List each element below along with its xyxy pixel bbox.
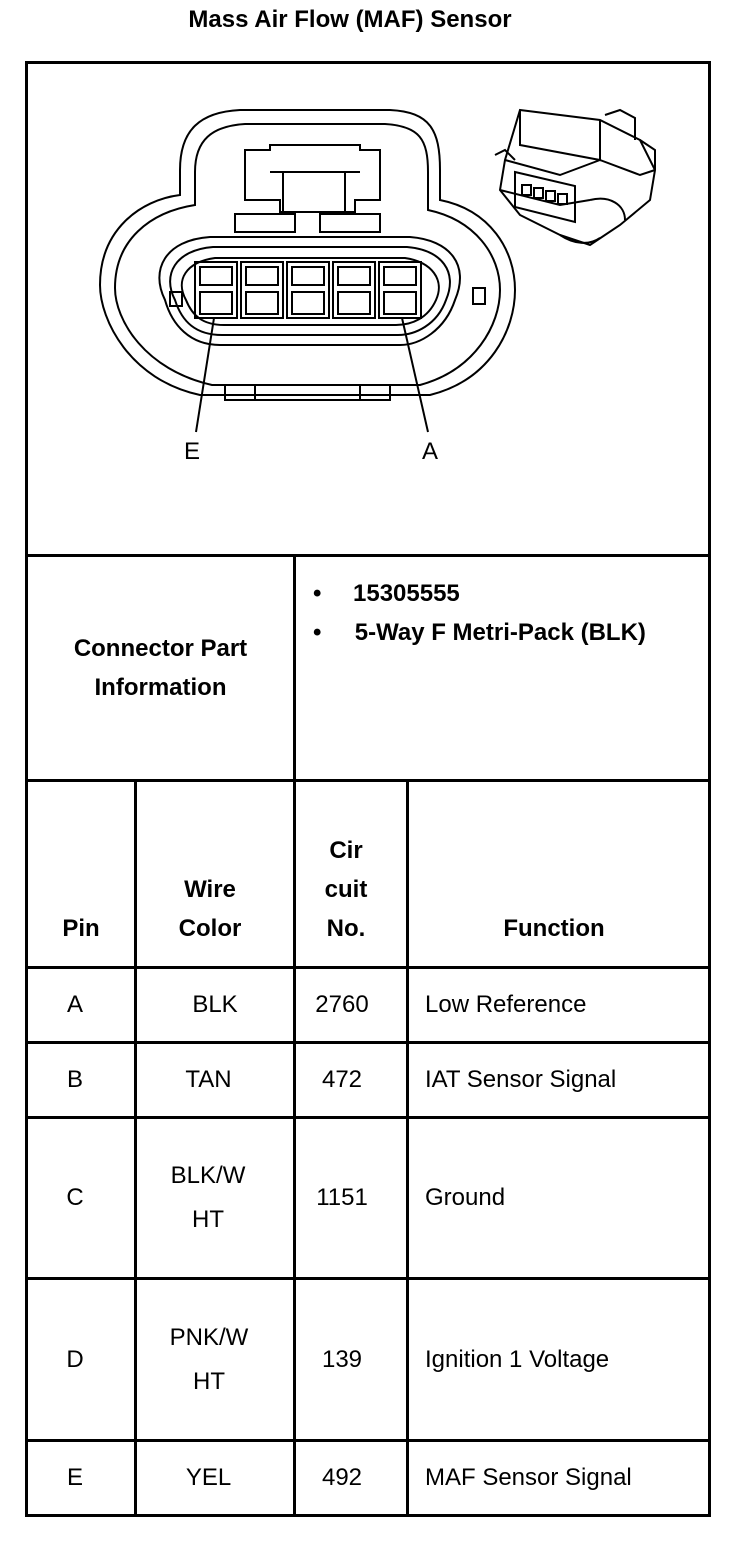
cell-pin: C	[66, 1184, 84, 1211]
cell-circuit: 472	[321, 1066, 363, 1093]
connector-diagram: E A	[98, 108, 657, 465]
cell-circuit: 1151	[316, 1184, 368, 1211]
cell-wire-color: BLK/W HT	[170, 1162, 246, 1233]
cell-function: Ground	[425, 1184, 506, 1211]
connector-face-drawing	[98, 109, 517, 401]
connector-info-label: Connector Part Information	[73, 635, 248, 701]
column-header-wire-color: Wire Color	[178, 876, 242, 942]
list-item: •15305555	[313, 580, 460, 607]
divider	[134, 779, 137, 1517]
cell-pin: D	[66, 1345, 84, 1373]
divider	[25, 1041, 711, 1044]
cell-function: Ignition 1 Voltage	[425, 1345, 610, 1373]
cell-wire-color: PNK/W HT	[169, 1323, 249, 1395]
cell-function: MAF Sensor Signal	[425, 1464, 632, 1491]
cell-circuit: 139	[321, 1345, 363, 1373]
cell-function: IAT Sensor Signal	[425, 1066, 617, 1093]
pin-e-label: E	[184, 438, 200, 465]
cell-wire-color: TAN	[185, 1066, 232, 1093]
connector-info-list: •15305555 • 5-Way F Metri-Pack (BLK)	[313, 574, 703, 652]
divider	[293, 554, 296, 1517]
connector-isometric-drawing	[494, 108, 657, 247]
divider	[25, 966, 711, 969]
cell-pin: E	[66, 1464, 83, 1491]
column-header-pin: Pin	[62, 915, 100, 942]
cell-wire-color: YEL	[185, 1464, 232, 1491]
page-title: Mass Air Flow (MAF) Sensor	[188, 6, 512, 33]
cell-circuit: 2760	[315, 991, 369, 1018]
divider	[25, 779, 711, 782]
column-header-function: Function	[503, 915, 605, 942]
pin-a-label: A	[422, 438, 438, 465]
column-header-circuit: Cir cuit No.	[324, 837, 368, 942]
divider	[25, 1439, 711, 1442]
pin-cavities	[194, 261, 422, 319]
pin-e-leader	[195, 317, 215, 433]
divider	[25, 1277, 711, 1280]
list-item: • 5-Way F Metri-Pack (BLK)	[313, 619, 646, 646]
cell-pin: A	[66, 991, 83, 1018]
divider	[406, 779, 409, 1517]
divider	[25, 1116, 711, 1119]
cell-circuit: 492	[321, 1464, 363, 1491]
pin-a-leader	[401, 317, 429, 433]
cell-pin: B	[66, 1066, 83, 1093]
cell-function: Low Reference	[425, 991, 587, 1018]
cell-wire-color: BLK	[192, 991, 238, 1018]
divider	[25, 554, 711, 557]
document-frame	[25, 61, 711, 1517]
